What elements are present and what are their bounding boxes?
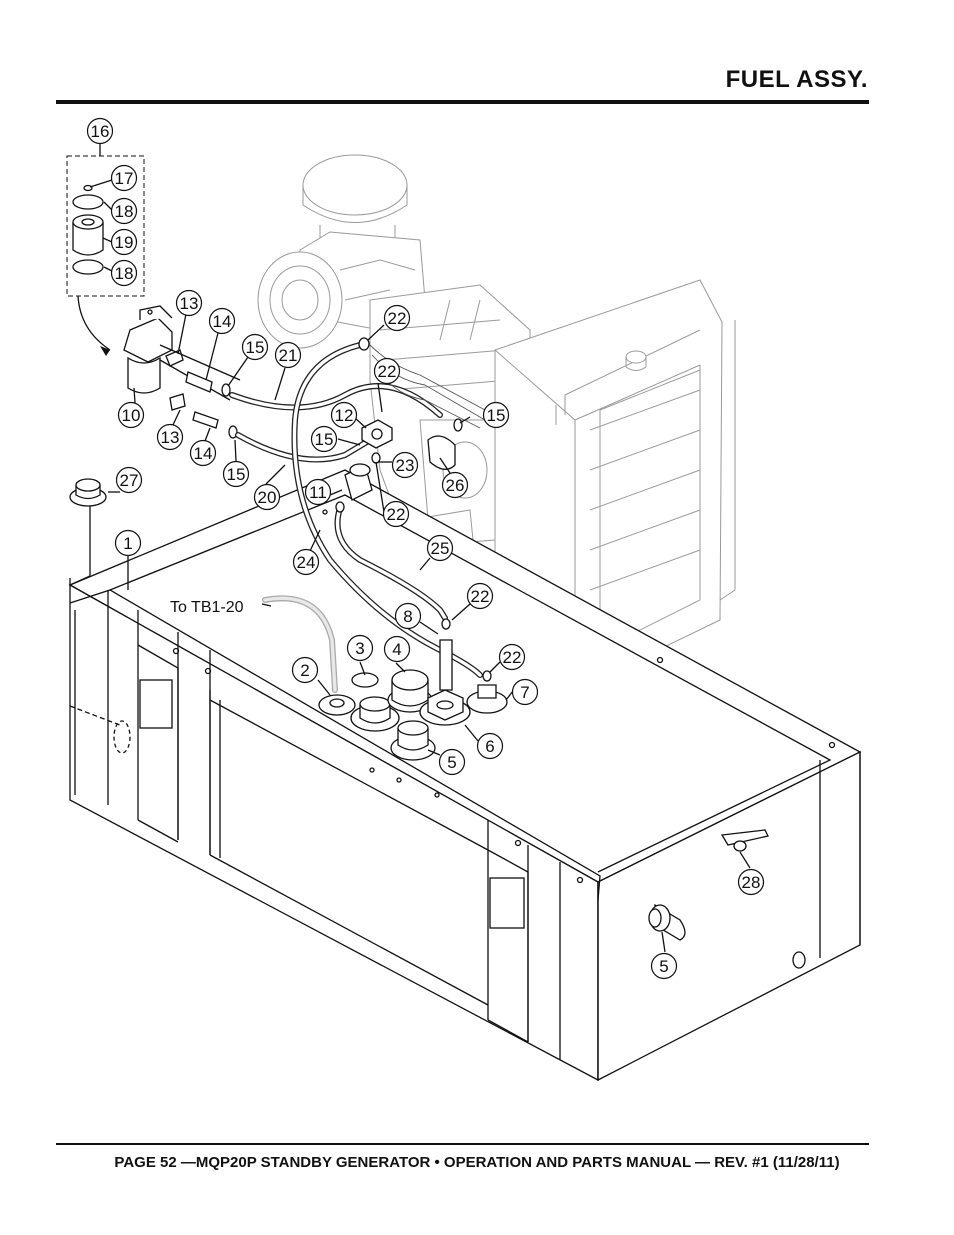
svg-text:22: 22 [387, 505, 406, 524]
fuel-filter-kit [66, 155, 145, 356]
callout-22-return: 22 [498, 643, 526, 671]
callout-26: 26 [441, 471, 469, 499]
svg-text:16: 16 [91, 122, 110, 141]
callout-23: 23 [391, 451, 419, 479]
svg-text:11: 11 [309, 483, 327, 502]
callout-22-top: 22 [383, 304, 411, 332]
svg-text:14: 14 [213, 312, 232, 331]
svg-text:18: 18 [115, 264, 134, 283]
callout-12: 12 [330, 401, 358, 429]
page-title: FUEL ASSY. [725, 66, 868, 93]
callout-15-upper: 15 [241, 333, 269, 361]
svg-text:1: 1 [123, 534, 132, 553]
callout-7: 7 [511, 678, 539, 706]
tank-top-fittings [69, 478, 769, 941]
callout-11: 11 [304, 478, 332, 506]
callout-6: 6 [476, 732, 504, 760]
callout-1: 1 [114, 529, 142, 557]
callout-19: 19 [110, 228, 138, 256]
svg-text:13: 13 [180, 294, 199, 313]
svg-text:13: 13 [161, 428, 180, 447]
to-tb1-20-label: To TB1-20 [170, 599, 244, 616]
svg-text:8: 8 [403, 607, 412, 626]
svg-text:24: 24 [297, 553, 316, 572]
callout-22-tank: 22 [466, 582, 494, 610]
callout-25: 25 [426, 534, 454, 562]
callout-13-upper: 13 [175, 289, 203, 317]
svg-text:18: 18 [115, 202, 134, 221]
callout-15-lower: 15 [222, 460, 250, 488]
engine-block [257, 154, 531, 591]
svg-text:5: 5 [447, 753, 456, 772]
callout-22-strainer: 22 [382, 500, 410, 528]
callout-13-lower: 13 [156, 423, 184, 451]
svg-text:19: 19 [115, 233, 134, 252]
page-footer: PAGE 52 —MQP20P STANDBY GENERATOR • OPER… [114, 1154, 840, 1171]
fuel-filter-head [123, 305, 241, 411]
callout-18-upper: 18 [110, 197, 138, 225]
callout-14-upper: 14 [208, 307, 236, 335]
callout-22-mid: 22 [373, 357, 401, 385]
svg-text:15: 15 [227, 465, 246, 484]
svg-text:28: 28 [742, 873, 761, 892]
svg-text:15: 15 [487, 406, 506, 425]
leader-lines [89, 143, 751, 953]
callout-10: 10 [117, 401, 145, 429]
svg-text:25: 25 [431, 539, 450, 558]
svg-text:27: 27 [120, 471, 139, 490]
callout-24: 24 [292, 548, 320, 576]
svg-text:22: 22 [378, 362, 397, 381]
svg-text:20: 20 [258, 488, 277, 507]
callout-8: 8 [394, 602, 422, 630]
svg-text:15: 15 [315, 430, 334, 449]
svg-text:3: 3 [355, 639, 364, 658]
callout-17: 17 [110, 164, 138, 192]
svg-text:10: 10 [122, 406, 141, 425]
svg-text:21: 21 [279, 346, 298, 365]
callout-16: 16 [86, 117, 114, 145]
svg-text:22: 22 [503, 648, 522, 667]
callout-15-pump: 15 [310, 425, 338, 453]
callout-18-lower: 18 [110, 259, 138, 287]
callout-5-side: 5 [650, 952, 678, 980]
svg-text:7: 7 [520, 683, 529, 702]
svg-text:26: 26 [446, 476, 465, 495]
callout-4: 4 [383, 635, 411, 663]
callout-3: 3 [346, 634, 374, 662]
callout-28: 28 [737, 868, 765, 896]
fuel-tank-frame [68, 469, 862, 1082]
callout-15-right: 15 [482, 401, 510, 429]
svg-text:6: 6 [485, 737, 494, 756]
callout-2: 2 [291, 656, 319, 684]
svg-text:2: 2 [300, 661, 309, 680]
callout-5-top: 5 [438, 748, 466, 776]
svg-text:14: 14 [194, 444, 213, 463]
fuel-pump [335, 337, 456, 513]
svg-text:23: 23 [396, 456, 415, 475]
footer-rule [56, 1143, 869, 1145]
callout-20: 20 [253, 483, 281, 511]
svg-text:15: 15 [246, 338, 265, 357]
callout-14-lower: 14 [189, 439, 217, 467]
callout-27: 27 [115, 466, 143, 494]
svg-text:17: 17 [115, 169, 134, 188]
callout-21: 21 [274, 341, 302, 369]
svg-text:5: 5 [659, 957, 668, 976]
header-rule [56, 100, 869, 104]
svg-text:4: 4 [392, 640, 401, 659]
svg-text:22: 22 [471, 587, 490, 606]
svg-text:22: 22 [388, 309, 407, 328]
svg-text:12: 12 [335, 406, 354, 425]
